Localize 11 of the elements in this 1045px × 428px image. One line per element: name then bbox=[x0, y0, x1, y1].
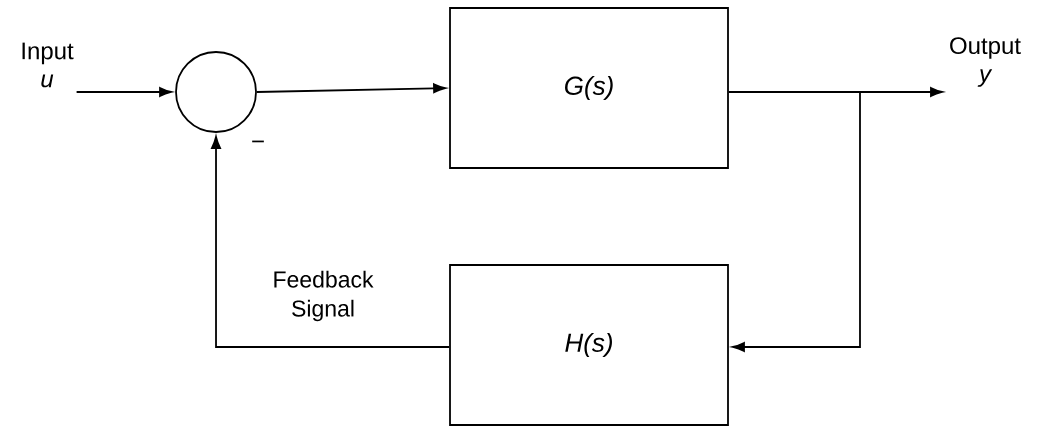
arrow bbox=[256, 83, 446, 94]
arrow bbox=[728, 91, 861, 352]
summing-junction bbox=[175, 51, 257, 133]
block-box: H(s) bbox=[449, 264, 729, 426]
block-box: G(s) bbox=[449, 7, 729, 169]
sign-label: − bbox=[252, 140, 264, 143]
arrow bbox=[211, 136, 450, 348]
edge-label: Feedback Signal bbox=[274, 270, 374, 322]
signal-label: Input u bbox=[22, 42, 74, 88]
signal-label: Output y bbox=[950, 37, 1021, 87]
arrow bbox=[75, 87, 172, 97]
